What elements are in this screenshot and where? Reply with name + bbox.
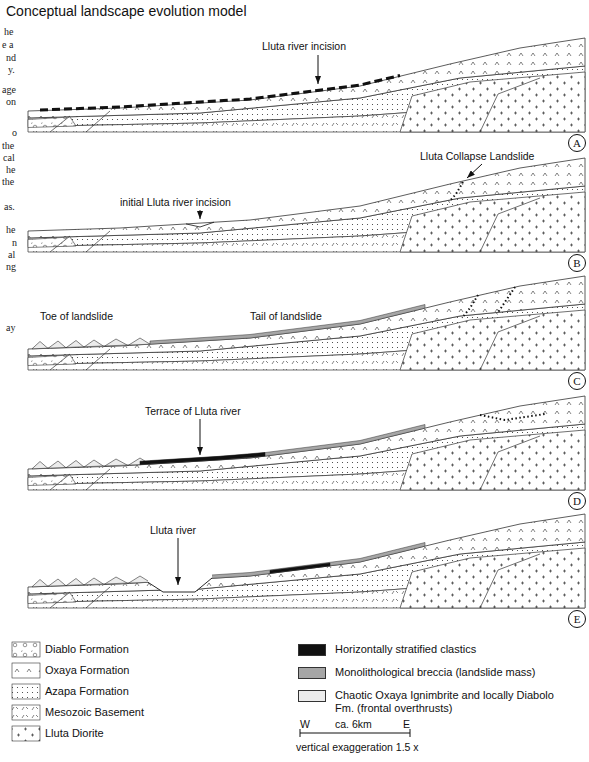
- panel-letter: E: [574, 614, 581, 625]
- leader-arrow: [200, 210, 201, 219]
- caption-fragment: he: [6, 164, 15, 176]
- legend-text: Oxaya Formation: [45, 664, 129, 677]
- caption-fragment: the: [2, 176, 14, 188]
- legend-text: Diablo Formation: [45, 643, 129, 656]
- river-valley-outline: [148, 578, 212, 592]
- caption-fragment: y.: [8, 64, 15, 76]
- annotation-label: Terrace of Lluta river: [145, 405, 241, 418]
- leader-arrow: [178, 538, 179, 585]
- caption-fragment: he: [4, 26, 13, 38]
- panel-letter-circle: E: [568, 610, 586, 628]
- annotation-label: initial Lluta river incision: [120, 196, 231, 209]
- leader-arrow: [200, 419, 201, 455]
- geologic-section: [28, 158, 585, 252]
- landslide-scarp: [449, 182, 463, 202]
- collapsed-block: [462, 287, 515, 318]
- annotation-label: Tail of landslide: [250, 310, 322, 323]
- section-a: [28, 38, 585, 132]
- caption-fragment: on: [6, 96, 16, 108]
- caption-fragment: ay: [6, 322, 15, 334]
- panel-letter: B: [573, 258, 580, 269]
- legend-pattern-swatches: [12, 642, 40, 741]
- annotation-label: Toe of landslide: [40, 310, 113, 323]
- legend-text: Chaotic Oxaya Ignimbrite and locally Dia…: [335, 689, 555, 715]
- leader-arrow: [318, 55, 319, 84]
- legend-text: Azapa Formation: [45, 685, 129, 698]
- legend-swatch: [12, 726, 40, 741]
- leader-arrows: [178, 55, 482, 585]
- caption-fragment: o: [12, 127, 17, 139]
- panel-letter: A: [573, 138, 581, 149]
- legend-swatch: [12, 642, 40, 657]
- leader-arrow: [467, 164, 482, 178]
- figure-title: Conceptual landscape evolution model: [6, 3, 247, 20]
- annotation-label: Lluta river incision: [262, 40, 346, 53]
- annotation-label: Lluta river: [150, 524, 196, 537]
- geologic-section: [28, 514, 585, 608]
- caption-fragment: nd: [6, 52, 16, 64]
- section-b: [28, 158, 585, 252]
- panel-letter-circle: C: [568, 372, 586, 390]
- landslide-mass: [32, 425, 425, 469]
- terrace-clastics: [140, 453, 265, 465]
- legend-swatch: [12, 705, 40, 720]
- panel-letter-circle: D: [568, 492, 586, 510]
- legend-swatch: [298, 644, 326, 656]
- annotation-label: vertical exaggeration 1.5 x: [296, 741, 419, 754]
- section-c: [28, 276, 585, 370]
- caption-fragment: the: [2, 140, 14, 152]
- terrace-clastics: [270, 563, 330, 573]
- legend-swatch: [298, 667, 326, 679]
- legend-text: Monolithological breccia (landslide mass…: [335, 666, 536, 679]
- annotation-label: Lluta Collapse Landslide: [420, 150, 534, 163]
- section-e: [28, 514, 585, 608]
- caption-fragment: age: [2, 84, 16, 96]
- legend-swatch: [12, 663, 40, 678]
- panel-letter: D: [573, 496, 581, 507]
- geologic-section: [28, 396, 585, 490]
- caption-fragment: cal: [3, 152, 15, 164]
- scarp-line: [480, 414, 545, 420]
- annotation-label: W: [300, 718, 310, 731]
- legend-swatch: [12, 684, 40, 699]
- caption-fragment: as.: [4, 201, 15, 213]
- annotation-label: E: [403, 718, 410, 731]
- scale-bar: [300, 729, 410, 737]
- caption-fragment: he: [6, 224, 15, 236]
- river-valley: [148, 568, 212, 592]
- caption-fragment: n: [12, 237, 17, 249]
- caption-fragment: e a: [2, 39, 13, 51]
- caption-fragment: al: [8, 249, 15, 261]
- annotation-label: ca. 6km: [335, 718, 372, 731]
- legend-text: Lluta Diorite: [45, 727, 104, 740]
- section-d: [28, 396, 585, 490]
- legend-swatch: [298, 690, 326, 702]
- panel-letter-circle: A: [568, 134, 586, 152]
- incision-line: [40, 76, 400, 111]
- legend-text: Horizontally stratified clastics: [335, 643, 476, 656]
- panel-letter: C: [573, 376, 580, 387]
- geologic-section: [28, 276, 585, 370]
- landslide-mass: [32, 543, 425, 587]
- legend-text: Mesozoic Basement: [45, 706, 144, 719]
- incision-notch: [186, 222, 214, 227]
- caption-fragment: ng: [6, 261, 16, 273]
- landslide-mass: [32, 305, 425, 349]
- geologic-section: [28, 38, 585, 132]
- panel-letter-circle: B: [568, 254, 586, 272]
